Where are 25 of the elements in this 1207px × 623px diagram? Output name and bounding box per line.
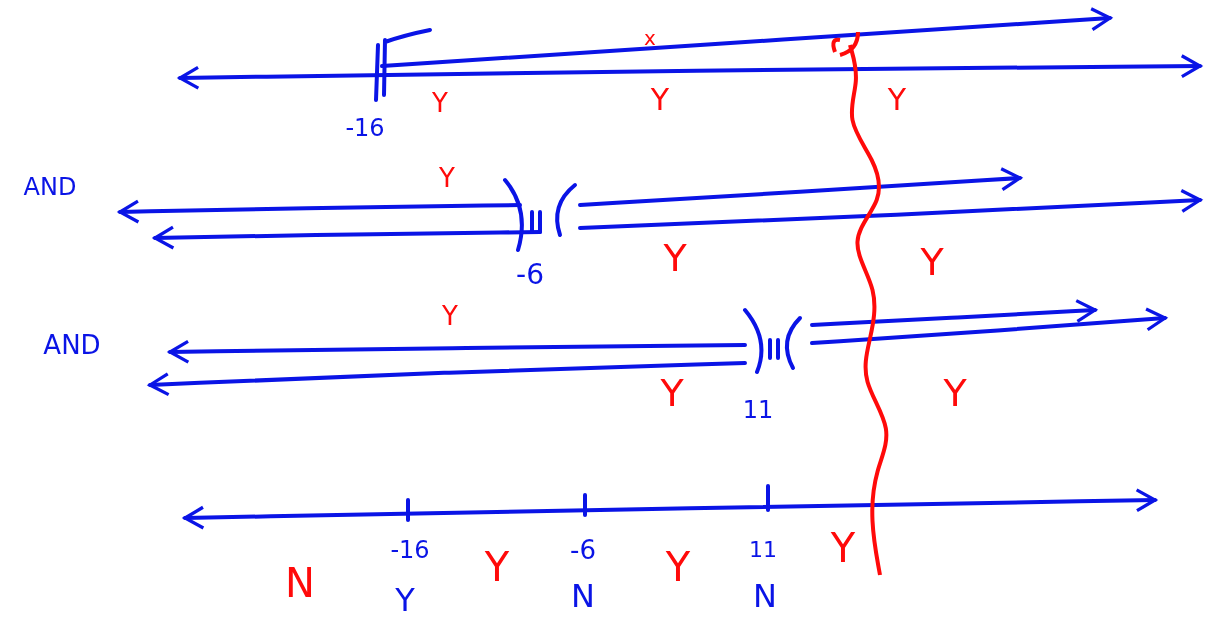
- answer-mark: Y: [432, 90, 448, 116]
- number-label: 11: [749, 539, 777, 561]
- number-label: N: [571, 580, 595, 612]
- answer-mark: Y: [650, 85, 670, 115]
- answer-mark: Y: [660, 374, 684, 412]
- number-label: Y: [395, 584, 415, 616]
- answer-mark: Y: [830, 528, 856, 568]
- answer-mark: N: [285, 563, 315, 603]
- number-label: -6: [570, 537, 596, 563]
- answer-mark: Y: [484, 547, 510, 587]
- answer-mark: Y: [943, 374, 967, 412]
- number-label: -16: [390, 538, 430, 562]
- answer-mark: Y: [439, 165, 455, 191]
- number-label: -16: [345, 116, 385, 140]
- answer-mark: Y: [663, 239, 687, 277]
- number-label: -6: [516, 261, 544, 289]
- number-label: 11: [742, 398, 774, 422]
- answer-mark: x: [644, 28, 656, 48]
- number-label: AND: [23, 175, 77, 199]
- answer-mark: Y: [920, 243, 944, 281]
- answer-mark: Y: [442, 303, 458, 329]
- answer-mark: Y: [887, 85, 907, 115]
- answer-mark: Y: [665, 547, 691, 587]
- number-label: AND: [43, 332, 101, 358]
- number-label: N: [753, 580, 777, 612]
